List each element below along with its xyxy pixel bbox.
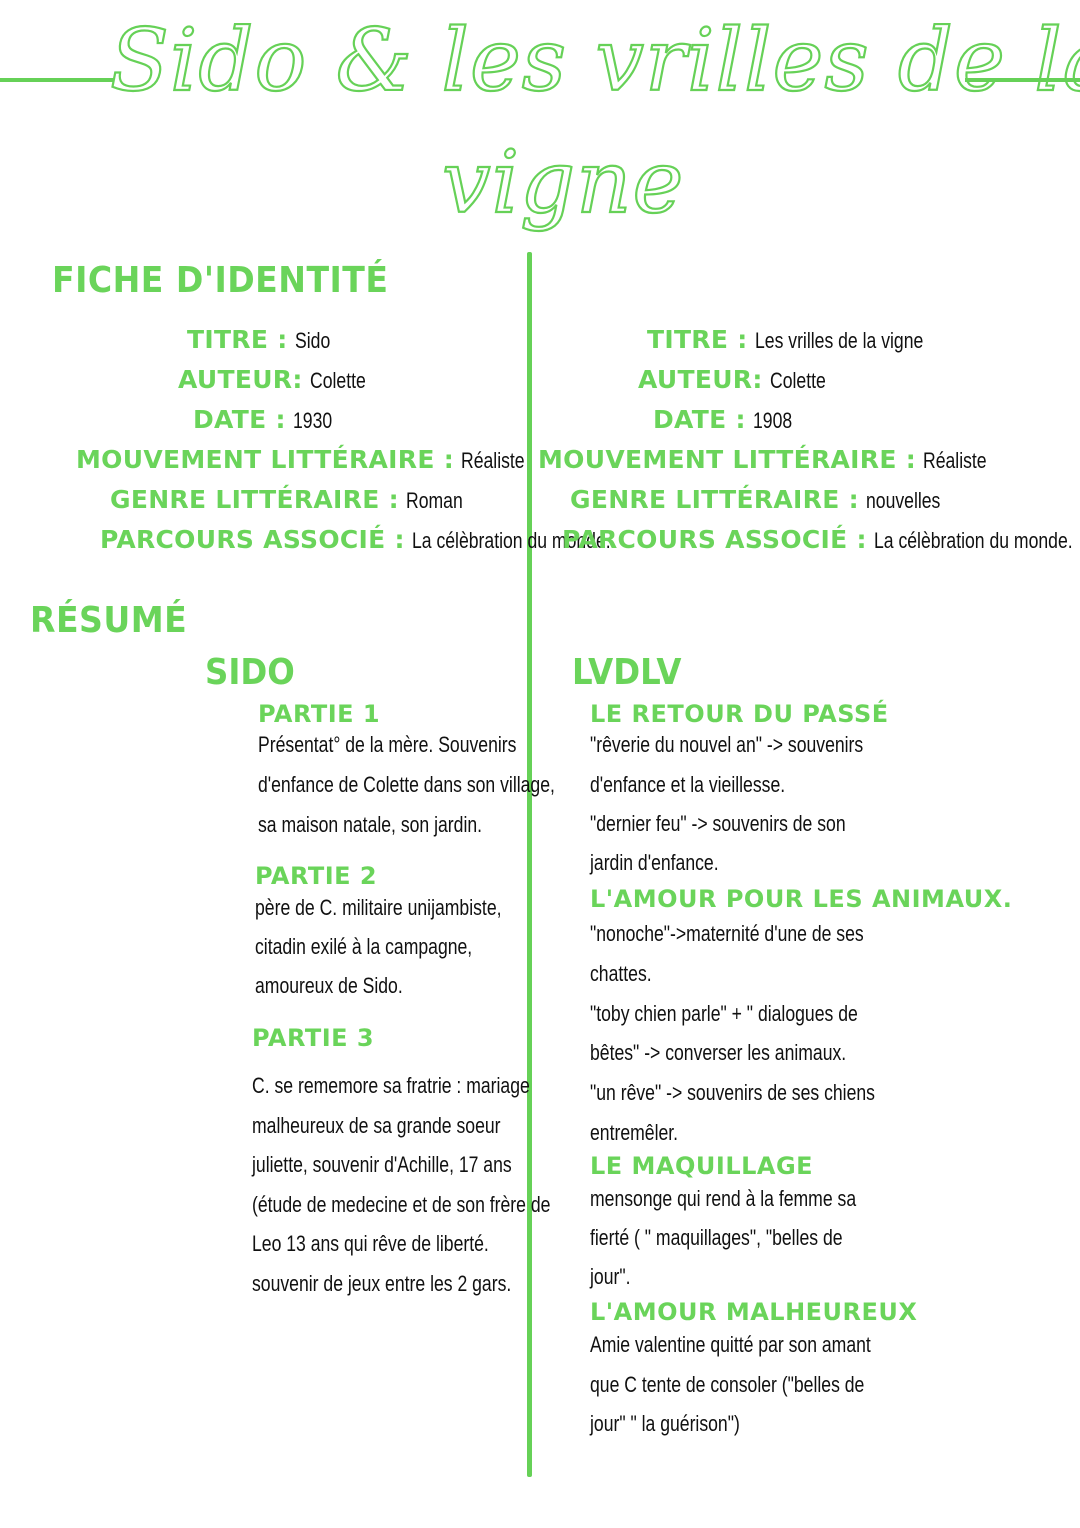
lvdlv-part-line: "dernier feu" -> souvenirs de son bbox=[590, 811, 846, 836]
info-value: La célèbration du monde. bbox=[411, 528, 611, 553]
info-label: GENRE LITTÉRAIRE : bbox=[570, 485, 859, 514]
info-value: La célèbration du monde. bbox=[873, 528, 1073, 553]
info-label: MOUVEMENT LITTÉRAIRE : bbox=[76, 445, 455, 474]
info-value: Sido bbox=[294, 328, 330, 353]
lvdlv-part-line: "toby chien parle" + " dialogues de bbox=[590, 1001, 858, 1026]
left-movement-row: MOUVEMENT LITTÉRAIRE : Réaliste bbox=[76, 447, 540, 473]
sido-part-2-title: PARTIE 2 bbox=[255, 862, 378, 890]
lvdlv-part-line: d'enfance et la vieillesse. bbox=[590, 772, 786, 797]
sido-part-2-line: citadin exilé à la campagne, bbox=[255, 934, 473, 959]
lvdlv-part-line: jour" " la guérison") bbox=[590, 1411, 740, 1436]
left-date-row: DATE : 1930 bbox=[193, 407, 342, 433]
lvdlv-part-line: "nonoche"->maternité d'une de ses bbox=[590, 921, 864, 946]
lvdlv-part-line: Amie valentine quitté par son amant bbox=[590, 1332, 871, 1357]
resume-heading: RÉSUMÉ bbox=[30, 600, 188, 641]
lvdlv-part-line: bêtes" -> converser les animaux. bbox=[590, 1040, 847, 1065]
sido-part-3-line: C. se rememore sa fratrie : mariage bbox=[252, 1073, 530, 1098]
lvdlv-part-line: que C tente de consoler ("belles de bbox=[590, 1372, 865, 1397]
left-genre-row: GENRE LITTÉRAIRE : Roman bbox=[110, 487, 477, 513]
info-value: 1930 bbox=[292, 408, 332, 433]
lvdlv-part-line: entremêler. bbox=[590, 1120, 679, 1145]
right-author-row: AUTEUR: Colette bbox=[638, 367, 839, 393]
sido-part-2-line: père de C. militaire unijambiste, bbox=[255, 895, 502, 920]
sido-part-3-line: souvenir de jeux entre les 2 gars. bbox=[252, 1271, 512, 1296]
right-parcours-row: PARCOURS ASSOCIÉ : La célèbration du mon… bbox=[562, 527, 1080, 553]
lvdlv-part-line: fierté ( " maquillages", "belles de bbox=[590, 1225, 843, 1250]
info-label: PARCOURS ASSOCIÉ : bbox=[100, 525, 405, 554]
info-value: 1908 bbox=[752, 408, 792, 433]
lvdlv-part-line: jardin d'enfance. bbox=[590, 850, 719, 875]
info-value: Colette bbox=[769, 368, 826, 393]
info-label: DATE : bbox=[653, 405, 746, 434]
info-label: DATE : bbox=[193, 405, 286, 434]
lvdlv-heading: LVDLV bbox=[572, 652, 682, 693]
info-label: TITRE : bbox=[647, 325, 748, 354]
lvdlv-part-title: L'AMOUR POUR LES ANIMAUX. bbox=[590, 885, 1013, 913]
document-title-line-1: Sido & les vrilles de la bbox=[109, 11, 1080, 111]
lvdlv-part-title: LE MAQUILLAGE bbox=[590, 1152, 814, 1180]
info-value: Réaliste bbox=[922, 448, 987, 473]
sido-part-1-line: sa maison natale, son jardin. bbox=[258, 812, 483, 837]
right-movement-row: MOUVEMENT LITTÉRAIRE : Réaliste bbox=[538, 447, 1002, 473]
title-rule-left bbox=[0, 78, 115, 82]
title-rule-right bbox=[965, 78, 1080, 82]
sido-part-3-title: PARTIE 3 bbox=[252, 1024, 375, 1052]
sido-part-3-line: (étude de medecine et de son frère de bbox=[252, 1192, 551, 1217]
sido-part-1-title: PARTIE 1 bbox=[258, 700, 381, 728]
info-value: nouvelles bbox=[865, 488, 941, 513]
sido-heading: SIDO bbox=[205, 652, 295, 693]
sido-part-3-line: juliette, souvenir d'Achille, 17 ans bbox=[252, 1152, 512, 1177]
column-divider bbox=[527, 252, 532, 1477]
info-value: Réaliste bbox=[460, 448, 525, 473]
left-parcours-row: PARCOURS ASSOCIÉ : La célèbration du mon… bbox=[100, 527, 660, 553]
lvdlv-part-line: chattes. bbox=[590, 961, 652, 986]
right-date-row: DATE : 1908 bbox=[653, 407, 802, 433]
lvdlv-part-title: L'AMOUR MALHEUREUX bbox=[590, 1298, 918, 1326]
sido-part-1-line: Présentat° de la mère. Souvenirs bbox=[258, 732, 517, 757]
sido-part-3-line: malheureux de sa grande soeur bbox=[252, 1113, 501, 1138]
info-label: PARCOURS ASSOCIÉ : bbox=[562, 525, 867, 554]
info-label: AUTEUR: bbox=[638, 365, 763, 394]
info-value: Roman bbox=[405, 488, 463, 513]
identity-heading: FICHE D'IDENTITÉ bbox=[52, 260, 389, 301]
left-author-row: AUTEUR: Colette bbox=[178, 367, 379, 393]
lvdlv-part-line: jour". bbox=[590, 1264, 631, 1289]
sido-part-2-line: amoureux de Sido. bbox=[255, 973, 403, 998]
info-value: Les vrilles de la vigne bbox=[754, 328, 923, 353]
lvdlv-part-title: LE RETOUR DU PASSÉ bbox=[590, 700, 889, 728]
info-value: Colette bbox=[309, 368, 366, 393]
lvdlv-part-line: "un rêve" -> souvenirs de ses chiens bbox=[590, 1080, 875, 1105]
right-genre-row: GENRE LITTÉRAIRE : nouvelles bbox=[570, 487, 959, 513]
right-title-row: TITRE : Les vrilles de la vigne bbox=[647, 327, 965, 353]
lvdlv-part-line: mensonge qui rend à la femme sa bbox=[590, 1186, 857, 1211]
sido-part-3-line: Leo 13 ans qui rêve de liberté. bbox=[252, 1231, 489, 1256]
info-label: TITRE : bbox=[187, 325, 288, 354]
lvdlv-part-line: "rêverie du nouvel an" -> souvenirs bbox=[590, 732, 864, 757]
left-title-row: TITRE : Sido bbox=[187, 327, 339, 353]
document-title-line-2: vigne bbox=[441, 133, 685, 233]
info-label: GENRE LITTÉRAIRE : bbox=[110, 485, 399, 514]
info-label: AUTEUR: bbox=[178, 365, 303, 394]
info-label: MOUVEMENT LITTÉRAIRE : bbox=[538, 445, 917, 474]
sido-part-1-line: d'enfance de Colette dans son village, bbox=[258, 772, 555, 797]
